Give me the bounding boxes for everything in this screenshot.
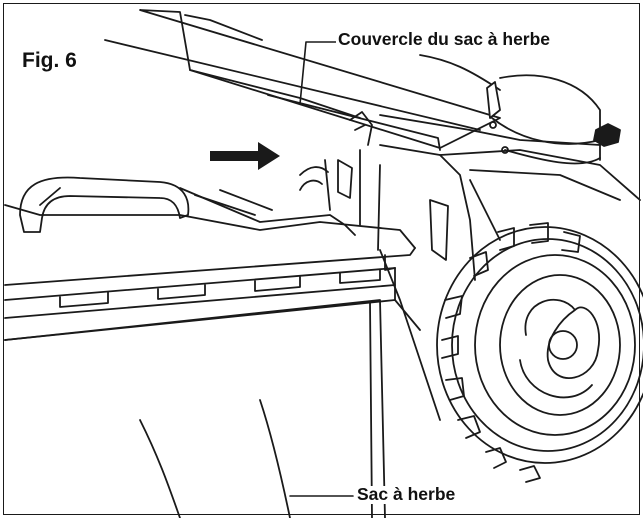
leader-lines — [289, 41, 354, 497]
deck-top — [4, 187, 416, 341]
label-grass-bag: Sac à herbe — [355, 484, 458, 504]
rear-wheel — [436, 222, 643, 483]
mower-body — [299, 144, 641, 281]
rear-handle — [19, 176, 190, 233]
adjustment-knob — [593, 123, 621, 147]
grass-bag-cover — [104, 9, 601, 161]
label-grass-bag-cover: Couvercle du sac à herbe — [336, 29, 553, 49]
right-arrow-icon — [210, 142, 280, 170]
side-panel — [379, 179, 501, 421]
hinge-bracket — [349, 81, 601, 165]
grass-bag — [4, 299, 386, 518]
figure-number: Fig. 6 — [22, 49, 77, 72]
